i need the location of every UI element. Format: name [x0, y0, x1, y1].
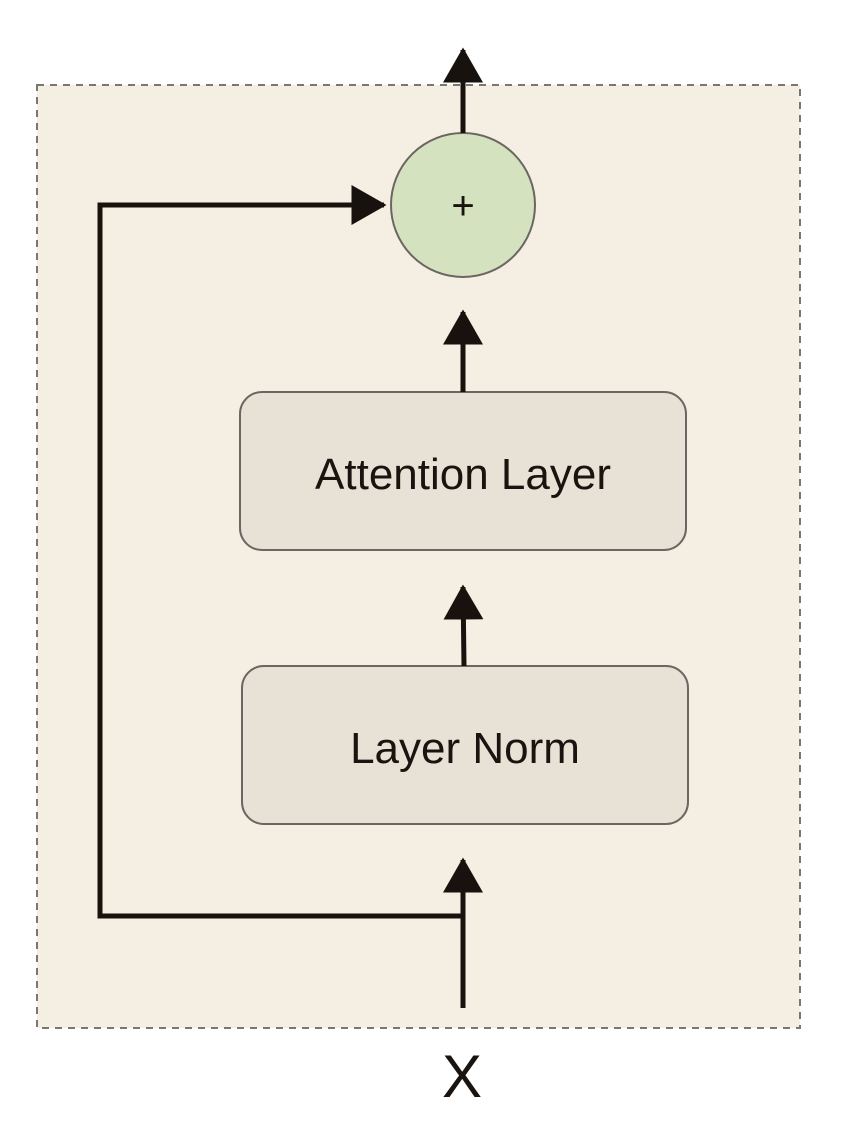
layer-norm-label: Layer Norm	[350, 724, 580, 773]
norm-to-attention-arrow	[443, 584, 484, 667]
add-operator-node: +	[390, 132, 536, 278]
skip-connection-arrow	[97, 185, 463, 919]
layer-norm-block: Layer Norm	[241, 665, 689, 825]
attention-layer-label: Attention Layer	[315, 450, 611, 499]
attention-layer-block: Attention Layer	[239, 391, 687, 551]
add-operator-label: +	[451, 184, 474, 228]
input-label: X	[442, 1043, 482, 1110]
